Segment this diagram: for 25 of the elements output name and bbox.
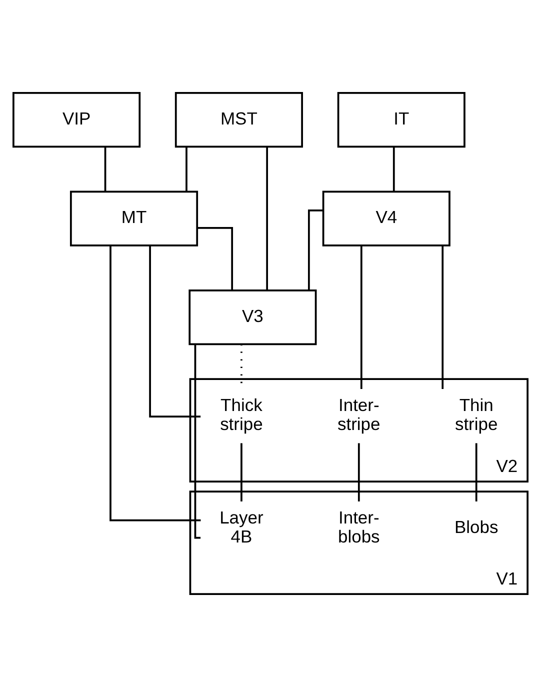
connector: [358, 443, 360, 502]
connector: [197, 227, 234, 290]
connector: [110, 246, 201, 522]
connector: [194, 344, 201, 539]
node-box: IT: [337, 92, 466, 148]
node-box: VIP: [12, 92, 141, 148]
node-text: Inter- blobs: [338, 508, 380, 546]
connector: [266, 146, 268, 290]
connector: [442, 246, 444, 389]
node-text: Layer 4B: [220, 508, 264, 546]
node-box: V3: [188, 289, 317, 346]
node-box: V4: [322, 190, 450, 246]
connector: [104, 146, 106, 192]
connector: [149, 246, 201, 418]
node-text: Inter- stripe: [338, 395, 380, 434]
node-box: MST: [174, 92, 303, 148]
node-box: MT: [70, 190, 198, 246]
connector: [475, 443, 478, 502]
connector: [392, 146, 395, 192]
node-text: Thick stripe: [220, 395, 263, 434]
node-text: Blobs: [454, 517, 498, 538]
node-text: Thin stripe: [454, 395, 498, 434]
connector: [240, 443, 242, 502]
connector: [360, 246, 362, 389]
connector: [186, 146, 188, 192]
